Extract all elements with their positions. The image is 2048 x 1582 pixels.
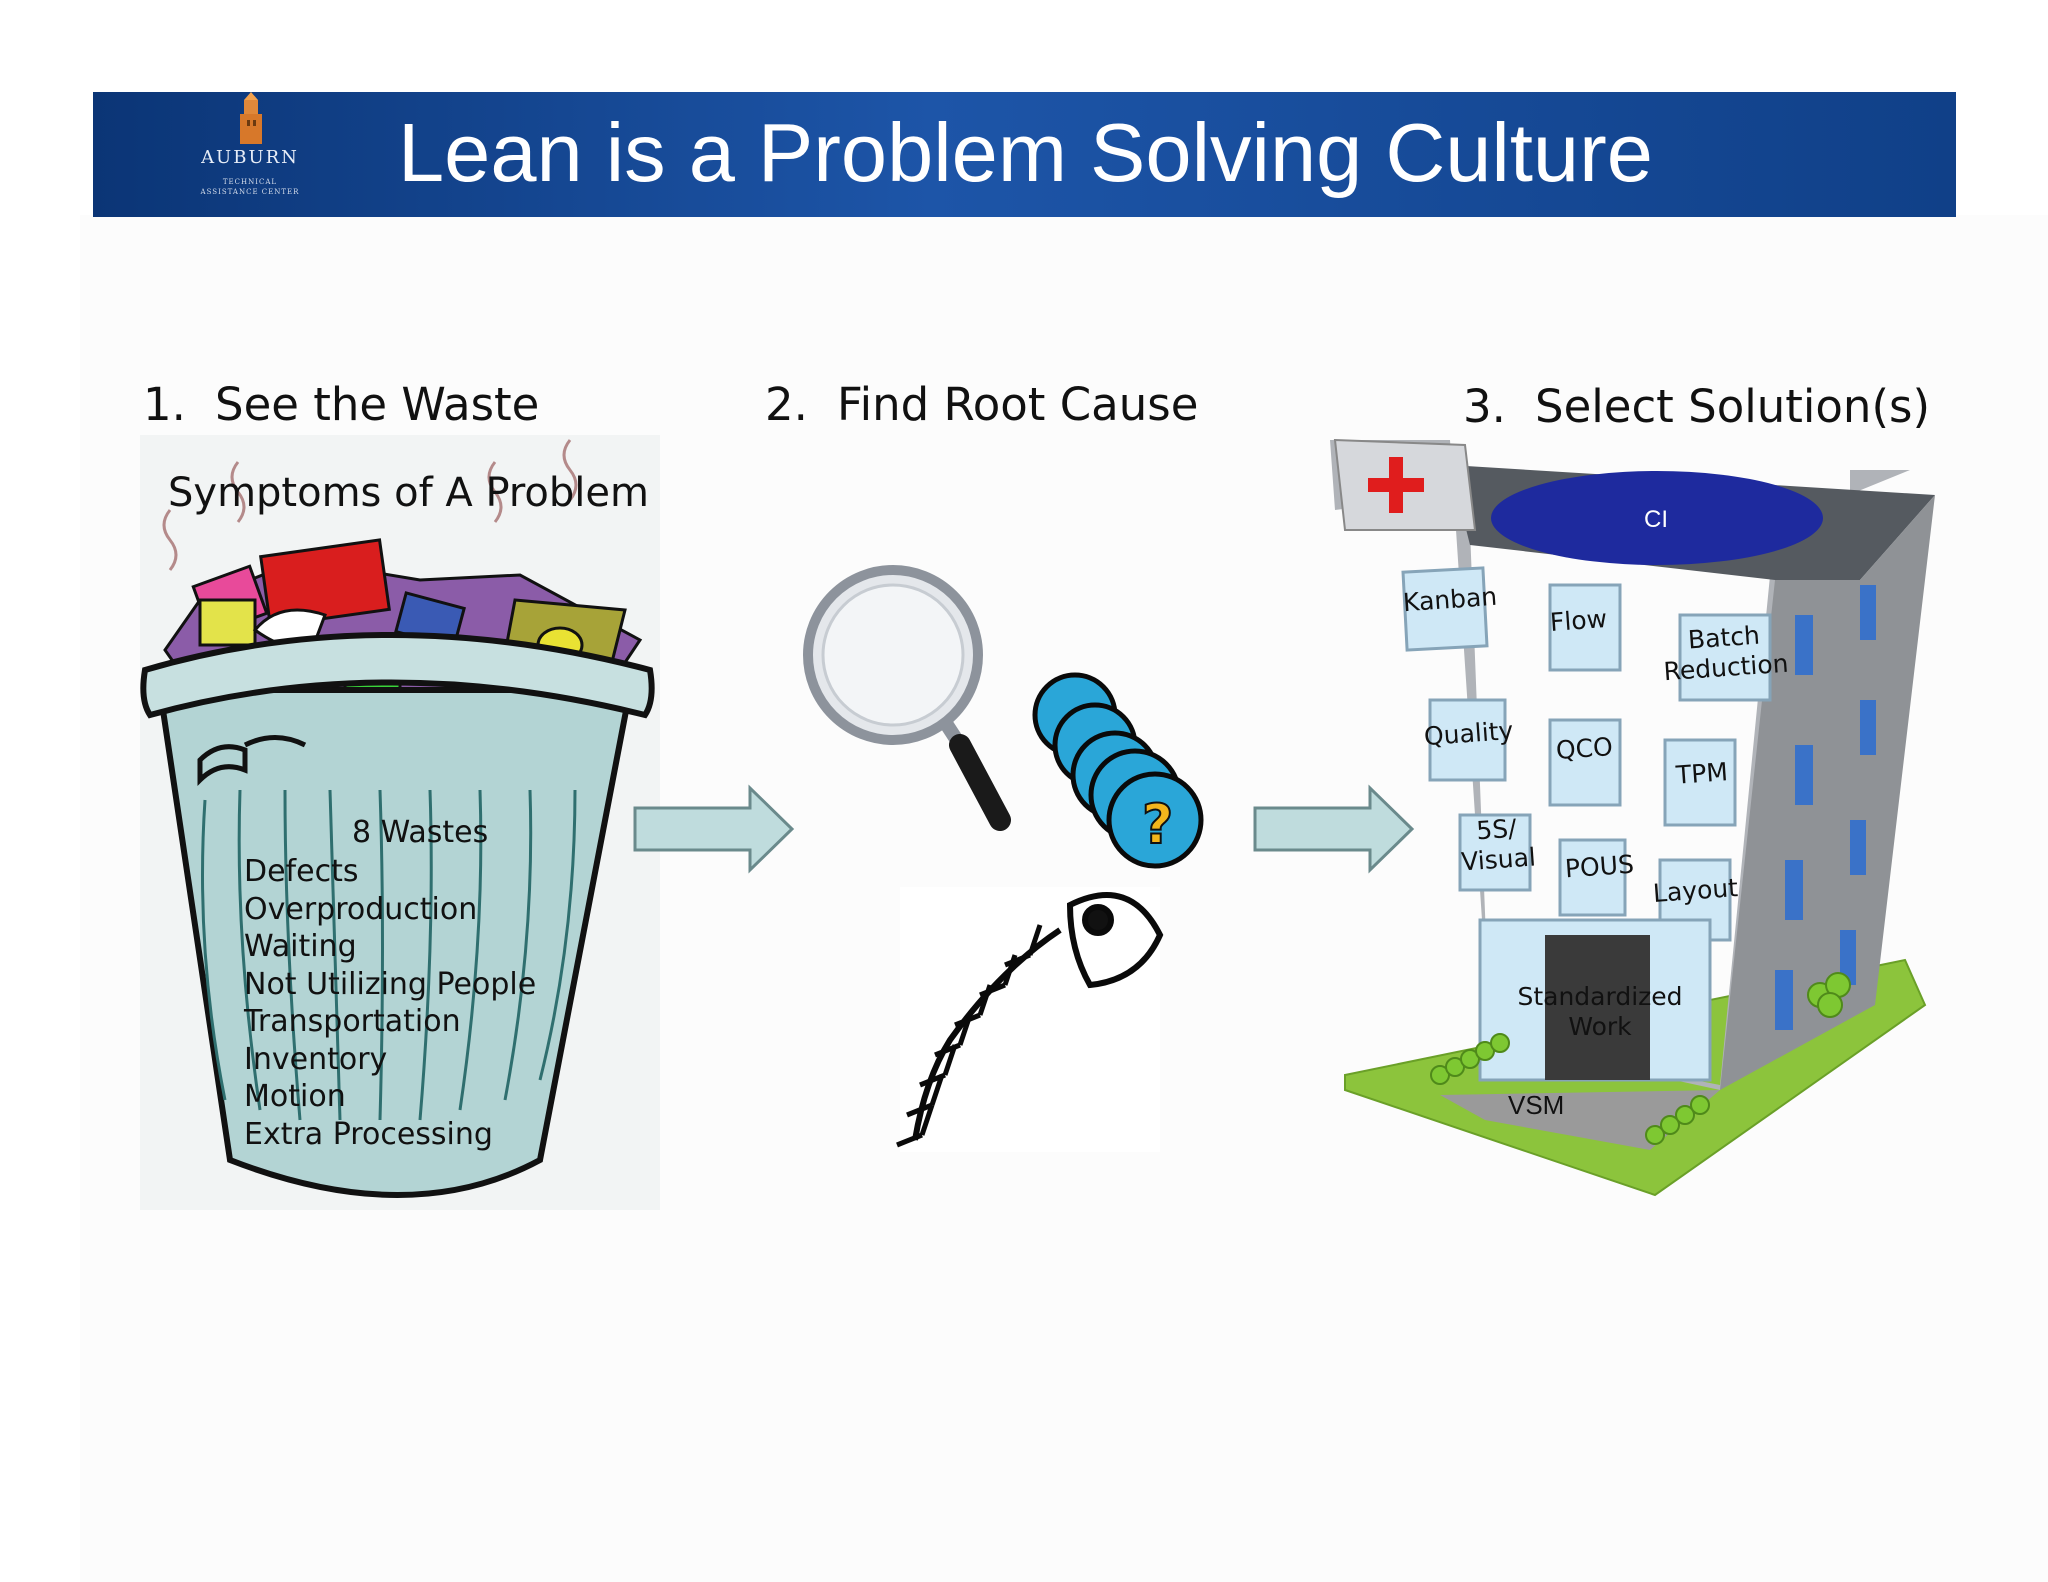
waste-item: Motion [244,1079,346,1114]
waste-item: Overproduction [244,891,478,927]
question-coins-icon: ? [1032,672,1204,869]
logo-name: AUBURN [201,147,299,168]
stink-lines-icon [162,439,578,571]
window-label-pous: POUS [1564,849,1635,884]
step-1-label: See the Waste [215,378,540,431]
window-label-5s-visual: 5S/ Visual [1460,813,1537,877]
step-3-label: Select Solution(s) [1535,380,1931,433]
wastes-title: 8 Wastes [352,815,489,850]
step-2-label: Find Root Cause [837,378,1199,431]
waste-item: Extra Processing [244,1116,493,1152]
waste-item: Waiting [244,929,357,964]
page-title: Lean is a Problem Solving Culture [398,106,1653,199]
window-label-tpm: TPM [1675,757,1729,790]
roof-label: CI [1644,506,1668,533]
window-label-layout: Layout [1652,873,1739,908]
auburn-logo: AUBURN TECHNICAL ASSISTANCE CENTER [190,92,310,202]
window-label-qco: QCO [1555,732,1614,765]
building-icon [1330,438,1935,1197]
arrow-right-icon-2 [1253,784,1415,874]
waste-item: Defects [244,854,359,889]
svg-text:?: ? [1142,793,1173,856]
wastes-list: Defects Overproduction Waiting Not Utili… [244,853,536,1153]
tower-icon [240,92,262,144]
magnifying-glass-icon [803,565,1011,831]
ground-label: VSM [1508,1090,1565,1120]
waste-item: Transportation [244,1004,461,1039]
step-3: 3. Select Solution(s) [1463,380,1930,433]
arrow-right-icon-1 [633,784,795,874]
step-1-number: 1. [143,378,186,431]
step-1: 1. See the Waste [143,378,539,431]
waste-item: Inventory [244,1041,388,1077]
window-label-batch-reduction: Batch Reduction [1662,620,1790,687]
window-label-quality: Quality [1423,715,1515,752]
symptoms-heading: Symptoms of A Problem [168,470,649,516]
step-3-number: 3. [1463,380,1506,433]
logo-line1: TECHNICAL [222,178,278,186]
trash-can-icon [140,632,655,1198]
logo-line2: ASSISTANCE CENTER [200,188,300,196]
step-2: 2. Find Root Cause [765,378,1198,431]
waste-item: Not Utilizing People [244,966,537,1002]
fishbone-icon [896,887,1164,1152]
door-label: Standardized Work [1517,982,1683,1041]
window-label-flow: Flow [1549,604,1608,637]
step-2-number: 2. [765,378,808,431]
title-banner [93,92,1956,217]
